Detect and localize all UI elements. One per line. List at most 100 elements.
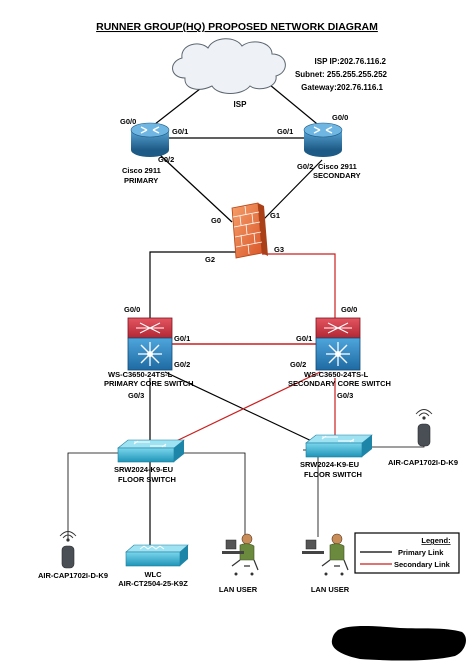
link-secondary-router-firewall	[262, 159, 323, 221]
right-floor-switch-front	[305, 442, 363, 458]
user-torso	[329, 543, 345, 561]
primary-router-top	[130, 122, 170, 138]
wifi-signal-icon	[415, 409, 433, 417]
isp-gateway: Gateway:202.76.116.1	[301, 83, 383, 92]
access-point-body	[61, 545, 75, 569]
legend: Legend: Primary Link Secondary Link	[354, 532, 460, 574]
firewall-side	[258, 203, 268, 256]
lan-user-2-label: LAN USER	[311, 585, 350, 594]
cloud-shape	[172, 38, 286, 94]
primary-router-port-peer: G0/1	[172, 127, 188, 136]
layer3-switch-hub	[335, 351, 341, 357]
primary-router[interactable]	[130, 122, 170, 157]
primary-router-port-fw: G0/2	[158, 155, 174, 164]
legend-box	[354, 532, 460, 574]
right-floor-switch-side	[362, 435, 372, 457]
left-floor-switch-top	[117, 439, 185, 449]
lan-user-1[interactable]	[222, 533, 259, 576]
primary-core-port-2: G0/2	[174, 360, 190, 369]
wlc-device[interactable]	[125, 544, 189, 567]
primary-core-model: WS-C3650-24TS-L	[108, 370, 173, 379]
diagram-title: RUNNER GROUP(HQ) PROPOSED NETWORK DIAGRA…	[96, 21, 378, 33]
isp-label: ISP	[234, 100, 248, 109]
right-floor-switch-role: FLOOR SWITCH	[304, 470, 362, 479]
layer3-switch-hub	[147, 351, 153, 357]
secondary-core-model: WS-C3650-24TS-L	[304, 370, 369, 379]
left-floor-switch-model: SRW2024-K9-EU	[114, 465, 173, 474]
secondary-router[interactable]	[303, 122, 343, 157]
left-floor-switch[interactable]	[117, 439, 185, 463]
switch-arrows-icon	[321, 435, 355, 443]
monitor-icon	[225, 539, 237, 550]
chair-icon	[231, 559, 259, 571]
link-firewall-primary-core	[149, 251, 240, 318]
user-torso	[239, 543, 255, 561]
firewall[interactable]	[231, 202, 268, 259]
firewall-port-g1: G1	[270, 211, 280, 220]
secondary-router-port-fw: G0/2	[297, 162, 313, 171]
left-floor-switch-side	[174, 440, 184, 462]
primary-core-port-3: G0/3	[128, 391, 144, 400]
wlc-side	[180, 545, 188, 566]
link-right-floor-ap	[368, 440, 425, 448]
wlc-model: AIR-CT2504-25-K9Z	[118, 579, 188, 588]
link-left-floor-ap	[67, 452, 118, 540]
monitor-icon	[305, 539, 317, 550]
firewall-port-g2: G2	[205, 255, 215, 264]
primary-router-role: PRIMARY	[124, 176, 158, 185]
chair-wheel-icon	[340, 572, 344, 576]
link-secondary-router-isp	[269, 84, 323, 129]
lan-user-1-label: LAN USER	[219, 585, 258, 594]
secondary-core-port-peer: G0/1	[296, 334, 312, 343]
wlc-wave-icon	[139, 545, 165, 550]
link-primary-core-right-floor	[164, 371, 319, 445]
chair-wheel-icon	[250, 572, 254, 576]
left-access-point[interactable]	[59, 531, 77, 569]
right-access-point[interactable]	[415, 409, 433, 447]
wlc-title: WLC	[144, 570, 162, 579]
left-floor-switch-front	[117, 447, 175, 463]
secondary-core-role: SECONDARY CORE SWITCH	[288, 379, 391, 388]
isp-subnet: Subnet: 255.255.255.252	[295, 70, 388, 79]
right-ap-label: AIR-CAP1702I-D-K9	[388, 458, 458, 467]
desk-icon	[302, 551, 324, 554]
secondary-core-port-up: G0/0	[341, 305, 357, 314]
router-arrows-icon	[313, 126, 333, 134]
right-floor-switch-top	[305, 434, 373, 444]
redaction-mark	[331, 626, 466, 661]
chair-wheel-icon	[324, 572, 328, 576]
firewall-port-g0: G0	[211, 216, 221, 225]
desk-icon	[222, 551, 244, 554]
brick-wall-icon	[232, 205, 263, 255]
primary-core-switch[interactable]	[127, 317, 173, 371]
wlc-front	[125, 551, 181, 567]
wifi-signal-icon	[59, 531, 77, 539]
link-primary-router-isp	[149, 84, 206, 129]
lan-user-2[interactable]	[302, 533, 349, 576]
isp-cloud: ISP	[172, 38, 286, 109]
isp-ip: ISP IP:202.76.116.2	[315, 57, 387, 66]
right-floor-switch-model: SRW2024-K9-EU	[300, 460, 359, 469]
right-floor-switch[interactable]	[305, 434, 373, 458]
user-head	[241, 533, 253, 545]
secondary-router-top	[303, 122, 343, 138]
chair-icon	[321, 559, 349, 571]
chair-wheel-icon	[234, 572, 238, 576]
switch-arrows-icon	[133, 440, 167, 448]
secondary-router-role: SECONDARY	[313, 171, 361, 180]
link-left-floor-user	[182, 452, 246, 537]
primary-core-port-up: G0/0	[124, 305, 140, 314]
links	[67, 84, 425, 545]
user-head	[331, 533, 343, 545]
access-point-antenna	[422, 416, 426, 420]
link-firewall-secondary-core	[262, 253, 336, 318]
primary-core-role: PRIMARY CORE SWITCH	[104, 379, 194, 388]
secondary-core-port-3: G0/3	[337, 391, 353, 400]
legend-secondary-label: Secondary Link	[394, 560, 451, 569]
legend-title: Legend:	[421, 536, 450, 545]
left-floor-switch-role: FLOOR SWITCH	[118, 475, 176, 484]
link-primary-router-firewall	[159, 154, 233, 223]
secondary-core-switch[interactable]	[315, 317, 361, 371]
secondary-router-port-peer: G0/1	[277, 127, 293, 136]
